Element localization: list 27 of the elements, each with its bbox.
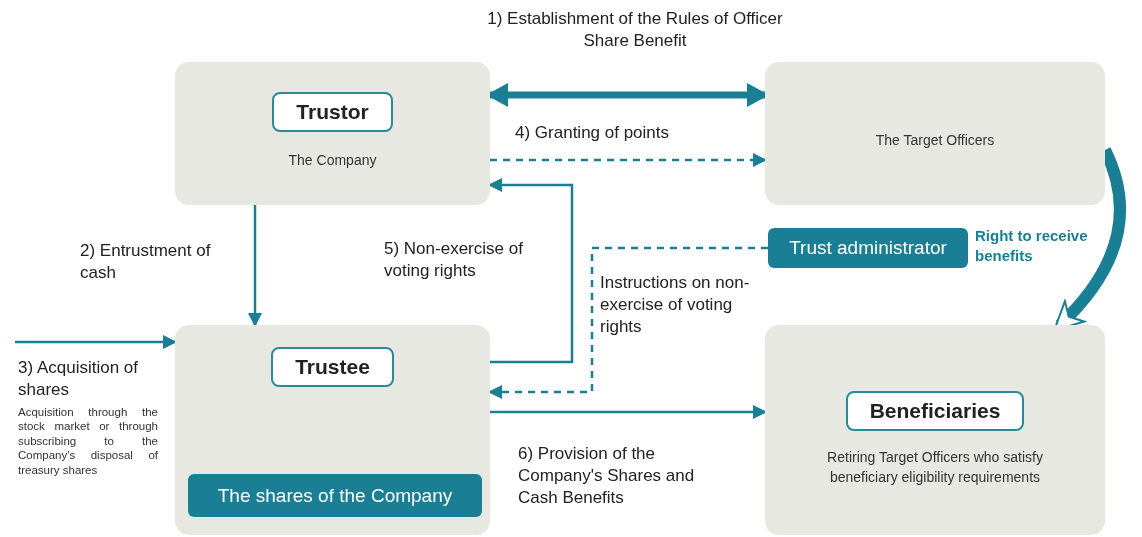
arrow [15, 335, 177, 349]
entity-box [765, 62, 1105, 205]
edge-label: 6) Provision of the Company's Shares and Cash Benefits [518, 443, 696, 510]
heading-tag: Trustor [272, 92, 393, 132]
edge-label: 4) Granting of points [515, 122, 671, 144]
highlight-box: Trust administrator [768, 228, 968, 268]
edge-label: 3) Acquisition of shares [18, 357, 139, 402]
arrow [490, 153, 767, 167]
edge-label: 1) Establishment of the Rules of Officer Share Benefit [486, 8, 784, 53]
node-text: The Company [287, 151, 378, 170]
arrow [248, 205, 262, 327]
arrow [488, 246, 768, 399]
edge-label: 5) Non-exercise of voting rights [384, 238, 524, 283]
note-text: Acquisition through the stock market or through subscribing to the Company's disposal of treasury shares [18, 405, 158, 477]
edge-label: 2) Entrustment of cash [80, 240, 212, 285]
heading-tag: Trustee [271, 347, 394, 387]
node-text: The Target Officers [874, 131, 996, 150]
heading-tag: Beneficiaries [845, 391, 1025, 431]
entity-box [175, 325, 490, 535]
edge-label: Right to receive benefits [975, 226, 1089, 265]
highlight-box: The shares of the Company [188, 474, 482, 517]
entity-box [765, 325, 1105, 535]
arrow [488, 178, 574, 364]
entity-box [175, 62, 490, 205]
node-text: Retiring Target Officers who satisfy beneficiary eligibility requirements [826, 448, 1044, 488]
edge-label: Instructions on non-exercise of voting rights [600, 272, 751, 339]
arrow [490, 405, 767, 419]
